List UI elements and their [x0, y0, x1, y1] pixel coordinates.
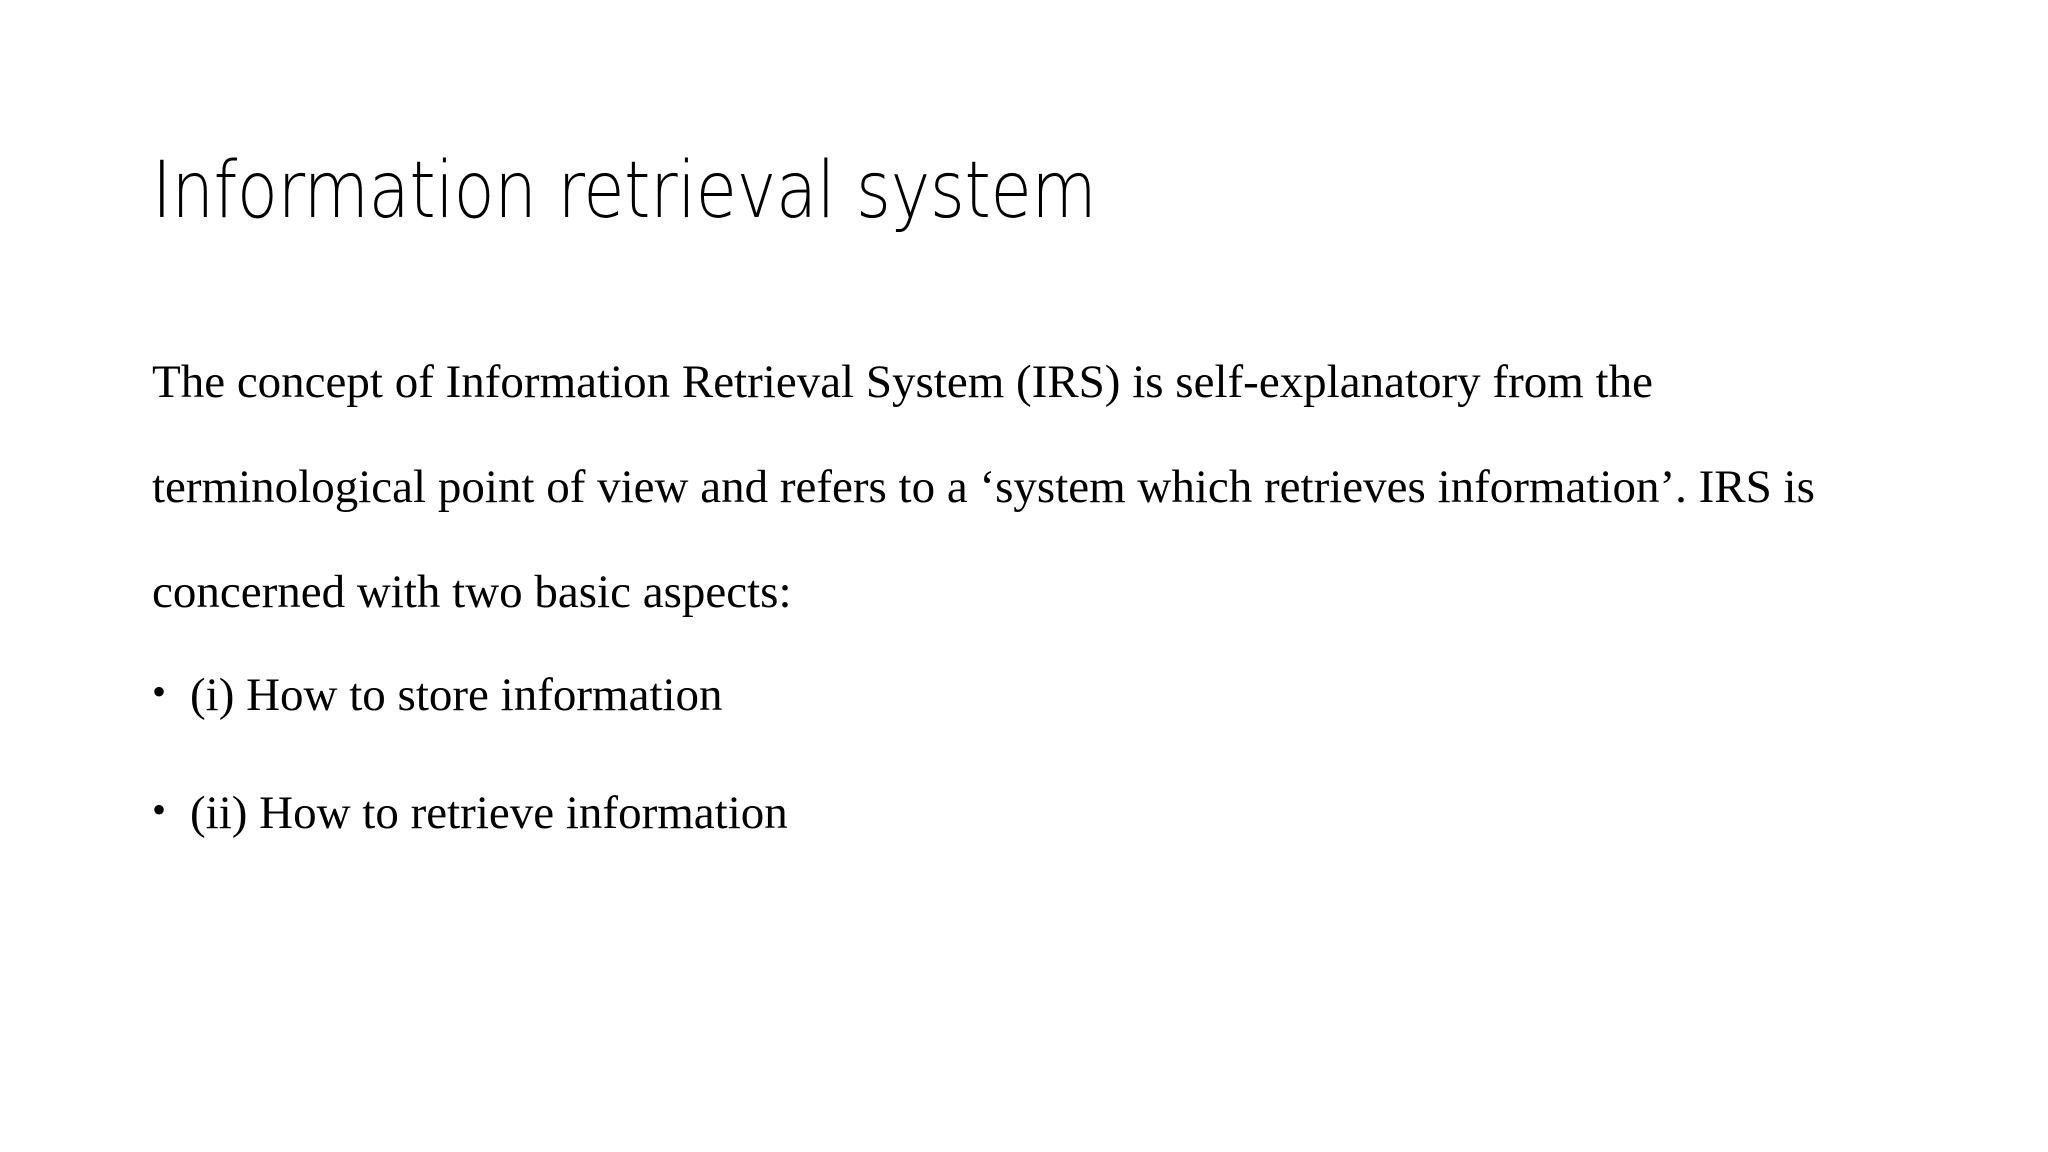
bullet-point-icon: •: [152, 787, 167, 833]
bullet-point-icon: •: [152, 669, 167, 714]
list-item: • (ii) How to retrieve information: [152, 787, 1942, 840]
body-paragraph: The concept of Information Retrieval Sys…: [152, 356, 1815, 618]
list-item-label: (ii) How to retrieve information: [190, 787, 788, 840]
slide-title: Information retrieval system: [152, 146, 1097, 237]
list-item-label: (i) How to store information: [190, 669, 723, 721]
bullet-list: • (i) How to store information • (ii) Ho…: [152, 669, 1942, 840]
list-item: • (i) How to store information: [152, 669, 1942, 721]
slide-body: The concept of Information Retrieval Sys…: [152, 330, 1942, 908]
